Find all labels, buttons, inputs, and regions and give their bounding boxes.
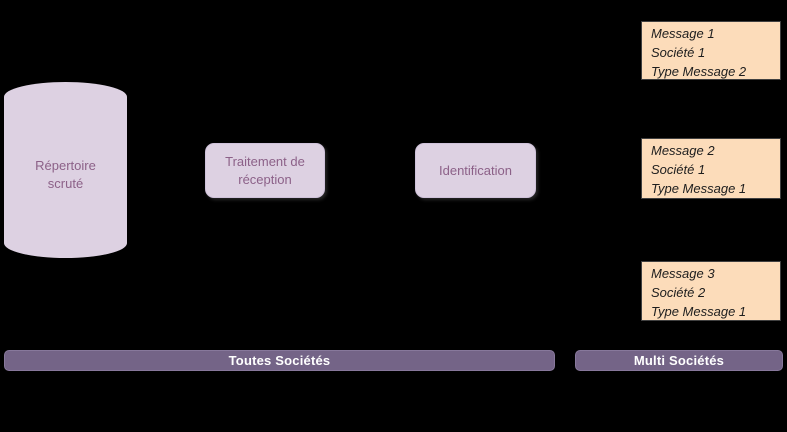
message-company: Société 2 (651, 285, 706, 300)
message-company: Société 1 (651, 45, 706, 60)
repository-label-line1: Répertoire (35, 158, 96, 173)
message-name: Message 2 (651, 143, 715, 158)
message-type: Type Message 1 (651, 304, 747, 319)
message-type: Type Message 1 (651, 181, 747, 196)
message-type: Type Message 2 (651, 64, 747, 79)
lane-bar-multi-societes: Multi Sociétés (575, 350, 783, 371)
message-card-2: Message 2 Société 1 Type Message 1 (641, 138, 781, 199)
message-card-3: Message 3 Société 2 Type Message 1 (641, 261, 781, 321)
repository-label-line2: scruté (47, 176, 84, 191)
lane-label: Multi Sociétés (633, 353, 725, 368)
process-node-traitement-reception: Traitement de réception (205, 143, 325, 198)
process-label: Identification (439, 162, 512, 178)
process-node-identification: Identification (415, 143, 536, 198)
message-company: Société 1 (651, 162, 706, 177)
process-label-line1: Traitement de (225, 153, 305, 169)
lane-label: Toutes Sociétés (228, 353, 331, 368)
repository-cylinder-shape: Répertoire scruté (4, 82, 127, 258)
message-card-1: Message 1 Société 1 Type Message 2 (641, 21, 781, 80)
message-name: Message 3 (651, 266, 715, 281)
process-label-line2: réception (238, 171, 292, 187)
message-name: Message 1 (651, 26, 715, 41)
lane-bar-toutes-societes: Toutes Sociétés (4, 350, 555, 371)
